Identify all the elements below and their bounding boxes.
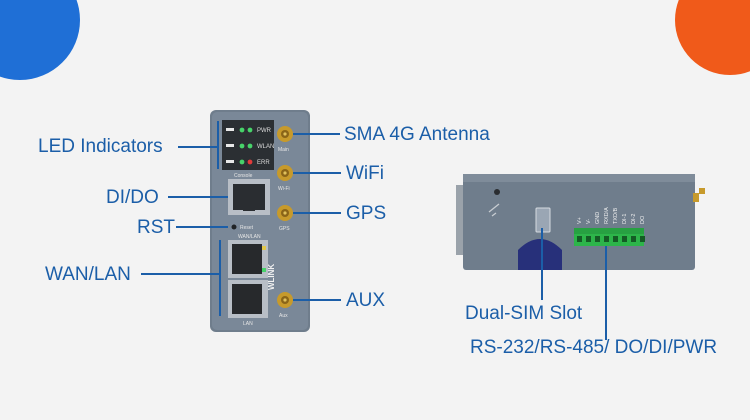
label-wan-lan: WAN/LAN <box>45 264 131 285</box>
antenna-main-label: Main <box>278 147 289 153</box>
label-dual-sim-slot: Dual-SIM Slot <box>465 303 583 324</box>
label-gps: GPS <box>346 203 387 224</box>
terminal-pin-6 <box>631 236 636 242</box>
terminal-label-6: DI-2 <box>631 214 637 224</box>
front-device: PWR WLAN ERR Console Reset <box>210 110 310 332</box>
antenna-gps: GPS <box>277 205 293 232</box>
terminal-label-1: V- <box>586 219 592 224</box>
label-rs-ports: RS-232/RS-485/ DO/DI/PWR <box>470 337 718 358</box>
label-dido: DI/DO <box>106 187 159 208</box>
label-wifi: WiFi <box>346 163 384 184</box>
lan-port-label: LAN <box>243 321 253 327</box>
label-sma-4g-antenna: SMA 4G Antenna <box>344 124 490 145</box>
console-label: Console <box>234 173 253 179</box>
terminal-label-5: DI-1 <box>622 214 628 224</box>
reset-label: Reset <box>240 225 254 231</box>
label-led-indicators: LED Indicators <box>38 136 163 157</box>
leader-led <box>178 121 219 169</box>
terminal-label-2: GND <box>595 212 601 224</box>
antenna-wifi-label: Wi-Fi <box>278 186 290 192</box>
label-aux: AUX <box>346 290 386 311</box>
led-pwr-label: PWR <box>257 128 272 134</box>
wan-lan-port-label: WAN/LAN <box>238 234 261 240</box>
antenna-wifi: Wi-Fi <box>277 165 293 192</box>
led-pwr: PWR <box>226 127 272 134</box>
terminal-pin-4 <box>613 236 618 242</box>
led-wlan-label: WLAN <box>257 144 274 150</box>
terminal-pin-3 <box>604 236 609 242</box>
leader-wanlan <box>141 240 221 316</box>
terminal-pin-1 <box>586 236 591 242</box>
antenna-aux-label: Aux <box>279 313 288 319</box>
label-rst: RST <box>137 217 175 238</box>
led-err: ERR <box>226 159 270 166</box>
leader-lines <box>141 121 607 340</box>
led-err-label: ERR <box>257 160 270 166</box>
terminal-pin-2 <box>595 236 600 242</box>
terminal-label-0: V+ <box>577 217 583 224</box>
terminal-label-7: DO <box>640 215 646 224</box>
terminal-pin-7 <box>640 236 645 242</box>
reset-button <box>231 224 237 230</box>
terminal-pin-5 <box>622 236 627 242</box>
terminal-label-3: RXD/A <box>604 207 610 224</box>
led-wlan: WLAN <box>226 143 274 150</box>
antenna-main: Main <box>277 126 293 153</box>
antenna-gps-label: GPS <box>279 226 290 232</box>
brand-logo: WLINK <box>267 264 276 290</box>
sim-cutout <box>518 239 562 270</box>
antenna-aux: Aux <box>277 292 293 319</box>
terminal-pin-0 <box>577 236 582 242</box>
terminal-label-4: TXD/B <box>613 207 619 224</box>
